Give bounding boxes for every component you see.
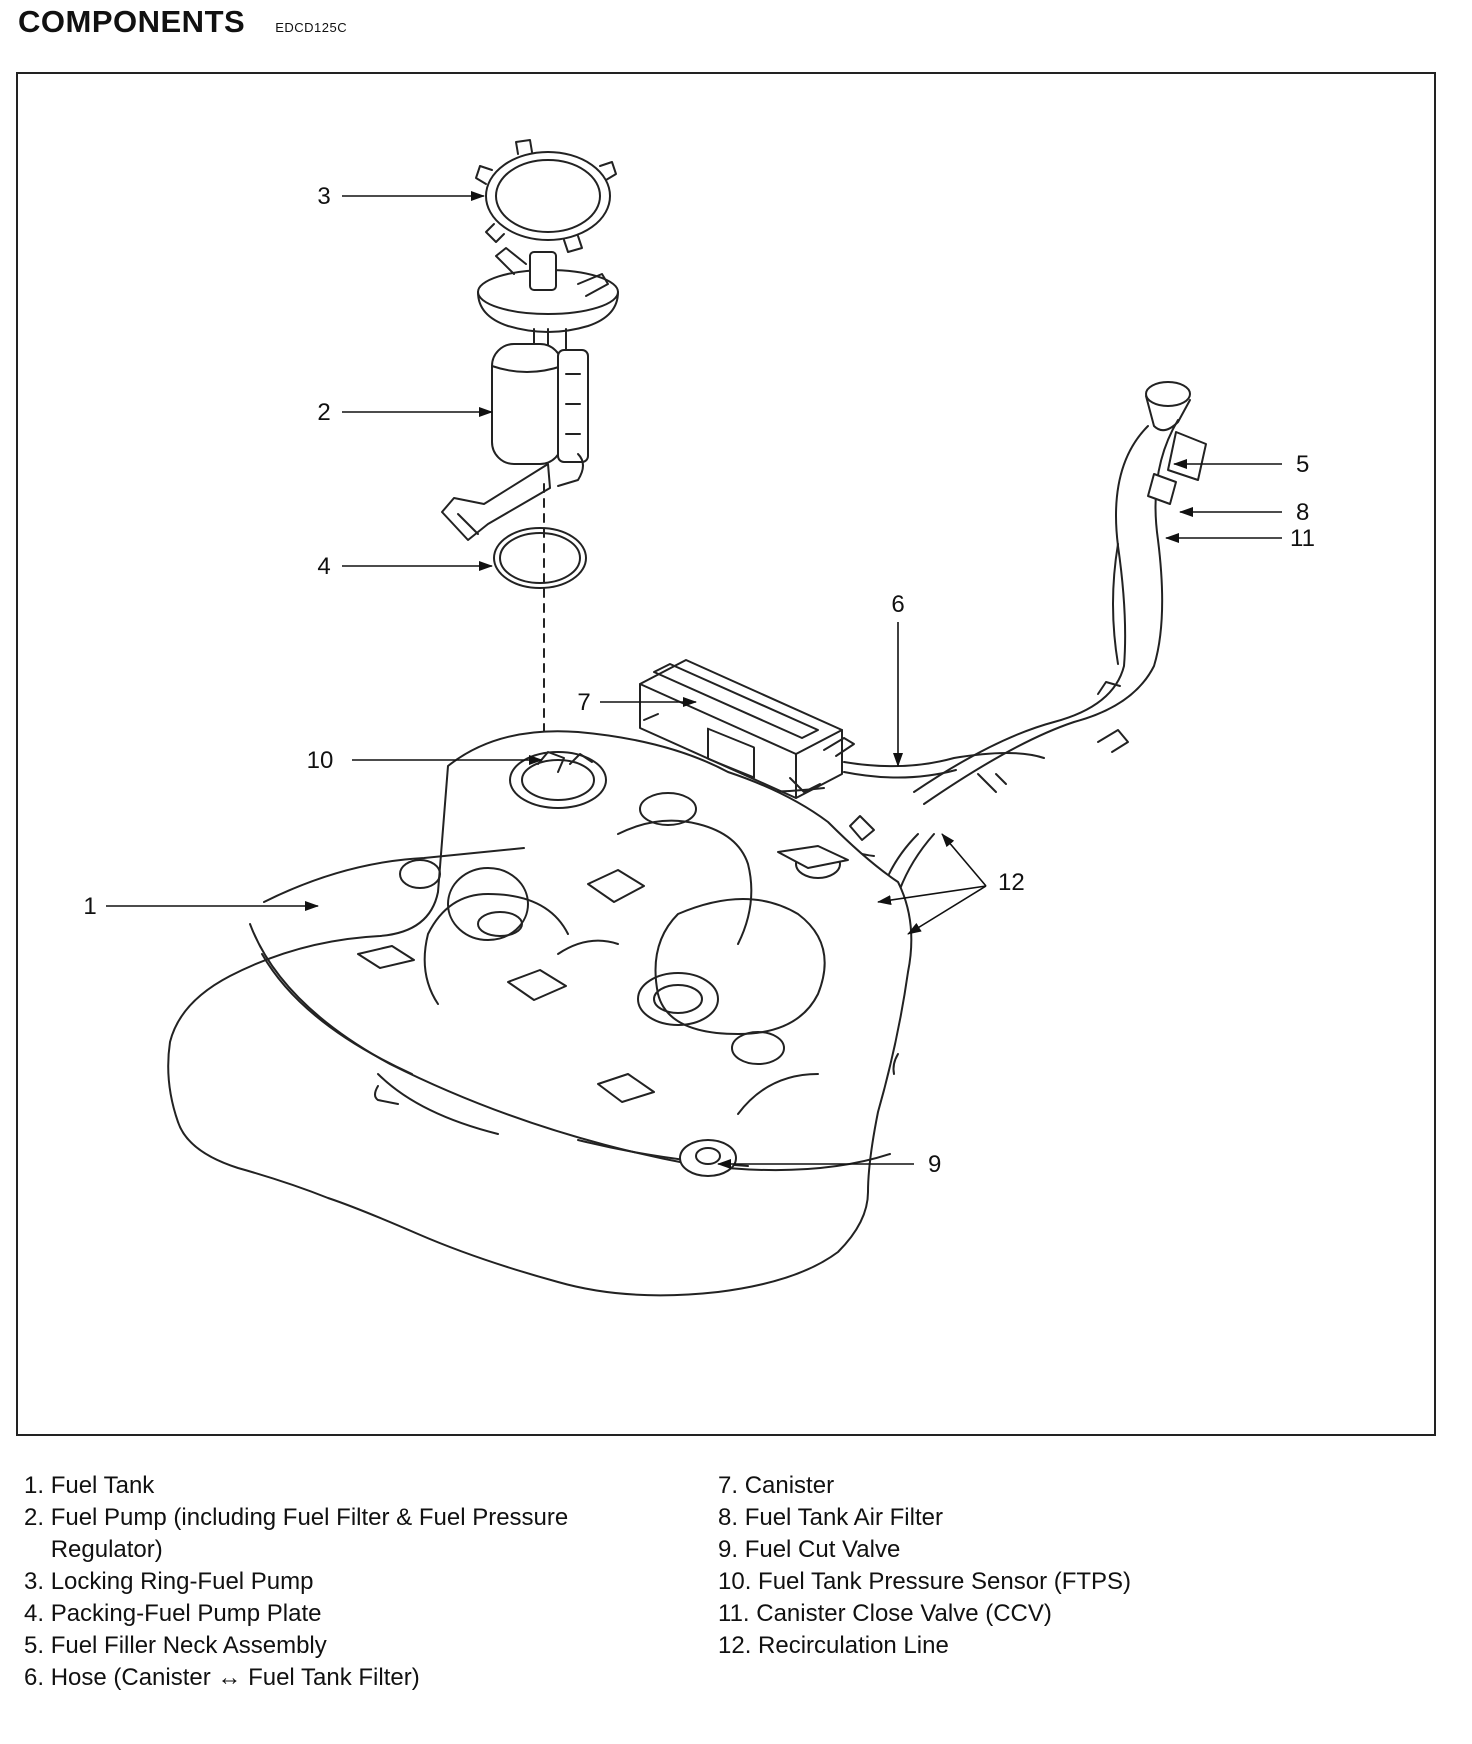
legend-item: 3. Locking Ring-Fuel Pump xyxy=(24,1568,314,1595)
legend-item: 6. Hose (Canister ↔ Fuel Tank Filter) xyxy=(24,1664,420,1691)
callout-2: 2 xyxy=(317,399,330,426)
callout-leaders xyxy=(106,191,1282,1169)
legend-item: 12. Recirculation Line xyxy=(718,1632,949,1659)
filler-neck-part xyxy=(913,381,1207,805)
components-diagram: 3 2 4 5 8 11 6 7 10 1 9 12 xyxy=(16,72,1436,1436)
callout-8: 8 xyxy=(1296,499,1309,526)
fuel-pump-part xyxy=(441,247,619,541)
packing-part xyxy=(493,527,587,589)
page-title: COMPONENTS xyxy=(18,4,246,39)
callout-labels: 3 2 4 5 8 11 6 7 10 1 9 12 xyxy=(83,183,1315,1178)
legend-left-column: 1. Fuel Tank 2. Fuel Pump (including Fue… xyxy=(24,1470,664,1694)
legend-item: 9. Fuel Cut Valve xyxy=(718,1536,901,1563)
callout-1: 1 xyxy=(83,893,96,920)
callout-5: 5 xyxy=(1296,451,1309,478)
callout-12: 12 xyxy=(998,869,1025,896)
callout-3: 3 xyxy=(317,183,330,210)
legend-item: 10. Fuel Tank Pressure Sensor (FTPS) xyxy=(718,1568,1132,1595)
callout-6: 6 xyxy=(891,591,904,618)
legend-item: 8. Fuel Tank Air Filter xyxy=(718,1504,943,1531)
legend-item: 1. Fuel Tank xyxy=(24,1472,155,1499)
legend-item: 4. Packing-Fuel Pump Plate xyxy=(24,1600,322,1627)
fuel-tank-part xyxy=(167,730,913,1297)
legend-item: 7. Canister xyxy=(718,1472,835,1499)
callout-9: 9 xyxy=(928,1151,941,1178)
legend-item: 2. Fuel Pump (including Fuel Filter & Fu… xyxy=(24,1504,569,1563)
callout-11: 11 xyxy=(1290,525,1315,552)
callout-7: 7 xyxy=(577,689,590,716)
legend-right-column: 7. Canister 8. Fuel Tank Air Filter 9. F… xyxy=(718,1470,1418,1662)
legend-item: 11. Canister Close Valve (CCV) xyxy=(718,1600,1052,1627)
legend-item: 5. Fuel Filler Neck Assembly xyxy=(24,1632,327,1659)
page-heading: COMPONENTS EDCD125C xyxy=(18,4,347,40)
document-code: EDCD125C xyxy=(275,20,348,35)
callout-10: 10 xyxy=(307,747,334,774)
locking-ring-part xyxy=(475,139,617,253)
diagram-drawing: 3 2 4 5 8 11 6 7 10 1 9 12 xyxy=(83,139,1315,1297)
hose-line xyxy=(843,752,1045,768)
callout-4: 4 xyxy=(317,553,330,580)
canister-part xyxy=(639,659,855,799)
